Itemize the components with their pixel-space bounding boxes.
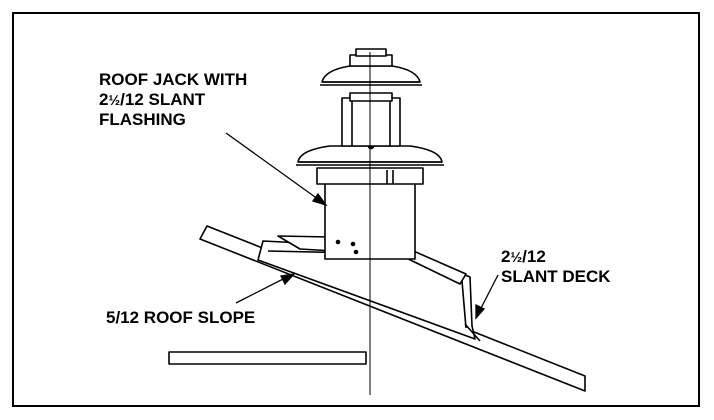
vent-pipe-upper	[341, 97, 401, 147]
roof-jack-label-line2: 2½/12 SLANT	[99, 90, 206, 109]
roof-jack-label-line1: ROOF JACK WITH	[99, 70, 248, 89]
slant-deck-label-line2: SLANT DECK	[501, 267, 611, 286]
roof-jack-leader	[225, 132, 323, 203]
roof-jack-label-line3: FLASHING	[99, 110, 186, 129]
roof-slope-label: 5/12 ROOF SLOPE	[106, 308, 256, 327]
figure-frame	[12, 12, 700, 407]
base-plate	[168, 351, 367, 365]
slant-deck-label-line1: 2½/12	[501, 247, 546, 266]
vent-top-cap	[321, 65, 421, 83]
roof-slope-leader	[235, 275, 290, 304]
roof-jack-label: ROOF JACK WITH 2½/12 SLANT FLASHING	[99, 70, 247, 130]
slant-deck-label: 2½/12 SLANT DECK	[501, 247, 611, 287]
